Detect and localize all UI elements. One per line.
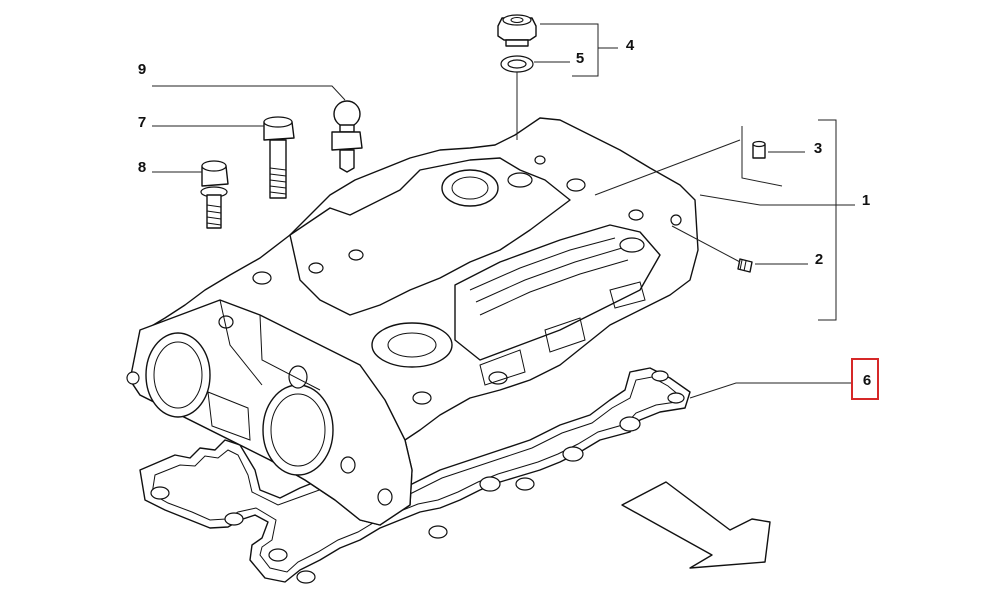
dowel-pin-part-3[interactable] — [752, 140, 766, 159]
bolt-washer-part-8[interactable] — [200, 160, 229, 229]
leader-lines — [152, 23, 855, 399]
grub-screw-part-2[interactable] — [737, 258, 753, 273]
ball-stud-part-9[interactable] — [331, 100, 363, 173]
seal-ring-part-5[interactable] — [500, 55, 534, 73]
cylinder-head-cover-part-1[interactable] — [126, 117, 699, 526]
callout-2: 2 — [814, 251, 824, 268]
bolt-part-7[interactable] — [263, 116, 295, 199]
gasket-part-6[interactable] — [139, 367, 691, 584]
callout-3: 3 — [813, 140, 823, 157]
callout-5: 5 — [575, 50, 585, 67]
highlight-box-callout-6 — [851, 358, 879, 400]
callout-9: 9 — [137, 61, 147, 78]
callout-7: 7 — [137, 114, 147, 131]
callout-1: 1 — [861, 192, 871, 209]
callout-8: 8 — [137, 159, 147, 176]
direction-arrow-icon — [621, 481, 771, 569]
filler-cap-part-4[interactable] — [497, 14, 537, 47]
callout-4: 4 — [625, 37, 635, 54]
callout-6[interactable]: 6 — [862, 372, 872, 389]
